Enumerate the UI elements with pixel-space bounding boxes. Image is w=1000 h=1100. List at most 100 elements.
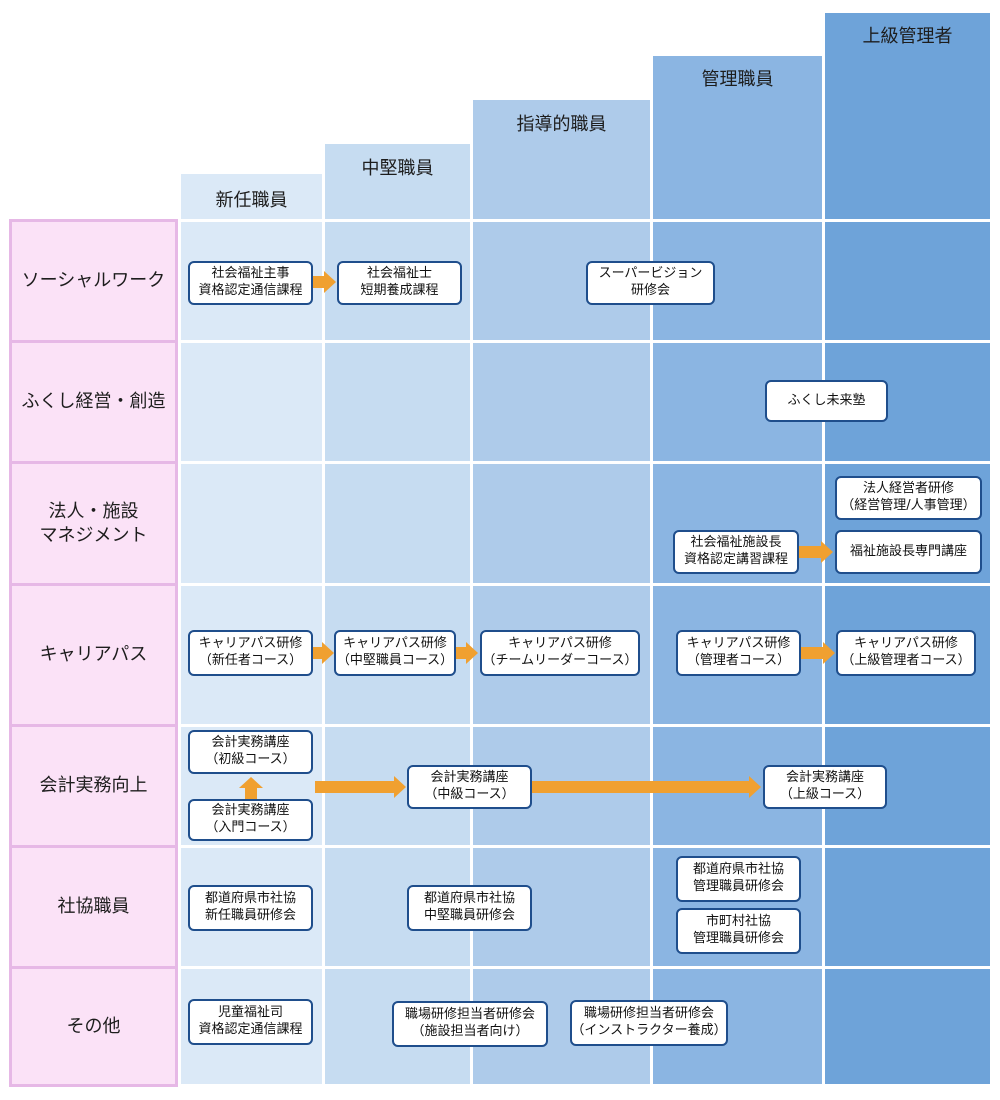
- progress-arrow-shaft: [315, 781, 394, 793]
- column-label: 指導的職員: [516, 114, 607, 135]
- row-divider: [181, 724, 990, 727]
- course-line: （上級管理者コース）: [841, 653, 971, 668]
- row-label-other: その他: [9, 969, 178, 1084]
- row-border: [9, 461, 178, 464]
- course-line: 資格認定通信課程: [198, 1022, 303, 1037]
- course-line: 社会福祉施設長: [690, 535, 782, 551]
- course-box-kj3[interactable]: 会計実務講座（中級コース）: [407, 765, 532, 809]
- course-line: （上級コース）: [779, 787, 871, 802]
- course-box-sw2[interactable]: 社会福祉士短期養成課程: [337, 261, 462, 305]
- course-box-cp2[interactable]: キャリアパス研修（中堅職員コース）: [334, 630, 456, 676]
- row-border: [9, 583, 178, 586]
- row-border: [9, 966, 178, 969]
- course-line: 職場研修担当者研修会: [583, 1006, 714, 1022]
- course-box-sw1[interactable]: 社会福祉主事資格認定通信課程: [188, 261, 313, 305]
- row-label-management-creation: ふくし経営・創造: [9, 343, 178, 461]
- course-line: （施設担当者向け）: [411, 1024, 529, 1039]
- course-line: 社会福祉士: [366, 266, 432, 282]
- progress-arrow-shaft: [245, 788, 257, 799]
- progress-arrow-shaft: [313, 276, 324, 288]
- course-box-sw3[interactable]: スーパービジョン研修会: [586, 261, 715, 305]
- row-divider: [181, 461, 990, 464]
- progress-arrow-shaft: [456, 647, 466, 659]
- progress-arrow-icon: [749, 776, 761, 798]
- progress-arrow-shaft: [799, 546, 821, 558]
- course-box-sk4[interactable]: 市町村社協管理職員研修会: [676, 908, 801, 954]
- course-line: 会計実務講座: [211, 803, 290, 819]
- course-line: 研修会: [630, 283, 670, 298]
- course-line: 都道府県市社協: [423, 891, 515, 907]
- course-box-sk3[interactable]: 都道府県市社協管理職員研修会: [676, 856, 801, 902]
- course-box-sk1[interactable]: 都道府県市社協新任職員研修会: [188, 885, 313, 931]
- course-box-hj3[interactable]: 福祉施設長専門講座: [835, 530, 982, 574]
- progress-arrow-shaft: [801, 647, 823, 659]
- column-label: 中堅職員: [361, 158, 434, 179]
- course-box-ot3[interactable]: 職場研修担当者研修会（インストラクター養成）: [570, 1000, 728, 1046]
- course-line: （中堅職員コース）: [336, 653, 454, 668]
- progress-arrow-up-icon: [239, 777, 263, 788]
- course-box-hj1[interactable]: 法人経営者研修（経営管理/人事管理）: [835, 476, 982, 520]
- row-label-corporate-management: 法人・施設 マネジメント: [9, 464, 178, 583]
- course-box-cp4[interactable]: キャリアパス研修（管理者コース）: [676, 630, 801, 676]
- progress-arrow-icon: [324, 271, 336, 293]
- course-line: 法人経営者研修: [862, 481, 954, 497]
- course-line: ふくし未来塾: [787, 392, 866, 408]
- course-box-cp1[interactable]: キャリアパス研修（新任者コース）: [188, 630, 313, 676]
- column-label: 新任職員: [215, 190, 288, 211]
- course-box-sk2[interactable]: 都道府県市社協中堅職員研修会: [407, 885, 532, 931]
- row-label-text: ソーシャルワーク: [21, 270, 166, 292]
- row-label-text: 社協職員: [57, 896, 130, 918]
- row-border: [9, 340, 178, 343]
- course-line: キャリアパス研修: [198, 636, 303, 652]
- progress-arrow-shaft: [532, 781, 749, 793]
- progress-arrow-icon: [322, 642, 334, 664]
- course-line: 社会福祉主事: [211, 266, 290, 282]
- course-box-cp5[interactable]: キャリアパス研修（上級管理者コース）: [836, 630, 976, 676]
- course-line: 児童福祉司: [217, 1005, 283, 1021]
- course-box-cp3[interactable]: キャリアパス研修（チームリーダーコース）: [480, 630, 640, 676]
- column-label: 管理職員: [701, 69, 774, 90]
- course-box-kj2[interactable]: 会計実務講座（入門コース）: [188, 799, 313, 841]
- row-divider: [181, 340, 990, 343]
- course-box-kj1[interactable]: 会計実務講座（初級コース）: [188, 730, 313, 774]
- course-box-ot1[interactable]: 児童福祉司資格認定通信課程: [188, 999, 313, 1045]
- column-leader-staff: 指導的職員: [473, 100, 650, 1084]
- row-label-text: キャリアパス: [39, 644, 148, 666]
- course-line: 福祉施設長専門講座: [849, 543, 967, 559]
- course-box-hj2[interactable]: 社会福祉施設長資格認定講習課程: [673, 530, 799, 574]
- course-line: （初級コース）: [205, 752, 296, 767]
- course-line: 管理職員研修会: [692, 879, 784, 894]
- course-line: 資格認定講習課程: [683, 552, 788, 567]
- course-line: 中堅職員研修会: [423, 908, 515, 923]
- course-line: 会計実務講座: [211, 735, 290, 751]
- course-line: 管理職員研修会: [692, 931, 784, 946]
- course-box-ot2[interactable]: 職場研修担当者研修会（施設担当者向け）: [392, 1001, 548, 1047]
- course-line: （新任者コース）: [198, 653, 303, 668]
- course-line: キャリアパス研修: [343, 636, 447, 652]
- progress-arrow-icon: [821, 541, 833, 563]
- course-line: 職場研修担当者研修会: [404, 1007, 535, 1023]
- course-line: （チームリーダーコース）: [482, 653, 638, 668]
- row-label-text: その他: [66, 1015, 121, 1037]
- course-line: （インストラクター養成）: [571, 1023, 727, 1038]
- row-border: [9, 1084, 178, 1087]
- course-line: （管理者コース）: [686, 653, 791, 668]
- course-line: キャリアパス研修: [854, 636, 958, 652]
- progress-arrow-icon: [394, 776, 406, 798]
- course-line: （経営管理/人事管理）: [841, 498, 976, 513]
- row-label-text: ふくし経営・創造: [21, 391, 166, 413]
- row-border: [9, 845, 178, 848]
- course-box-fk1[interactable]: ふくし未来塾: [765, 380, 888, 422]
- course-line: スーパービジョン: [598, 266, 703, 282]
- row-label-social-work: ソーシャルワーク: [9, 222, 178, 340]
- row-label-career-path: キャリアパス: [9, 586, 178, 724]
- progress-arrow-icon: [823, 642, 835, 664]
- course-box-kj4[interactable]: 会計実務講座（上級コース）: [763, 765, 887, 809]
- course-line: 会計実務講座: [430, 770, 509, 786]
- row-label-text: 会計実務向上: [39, 775, 148, 797]
- row-divider: [181, 966, 990, 969]
- course-line: 資格認定通信課程: [198, 283, 303, 298]
- course-line: （中級コース）: [424, 787, 515, 802]
- progress-arrow-shaft: [313, 647, 322, 659]
- progress-arrow-icon: [466, 642, 478, 664]
